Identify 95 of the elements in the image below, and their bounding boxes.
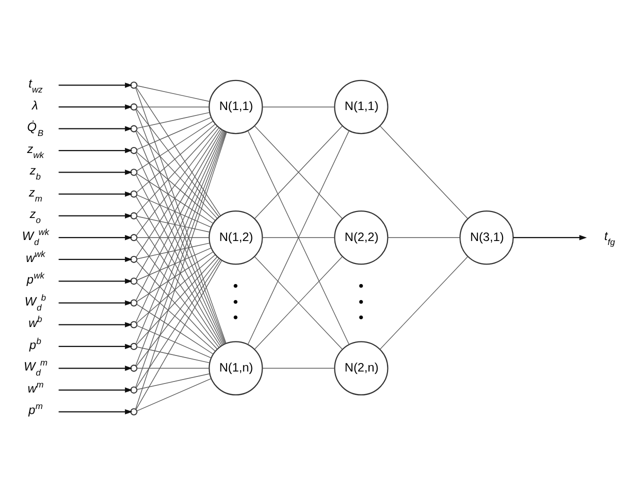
connector: [262, 367, 335, 368]
connector: [136, 247, 212, 280]
arrow: [58, 147, 132, 153]
connector: [380, 256, 468, 350]
node-text: z$_{o}$: [30, 206, 41, 225]
connector: [136, 112, 210, 128]
arrow: [58, 126, 132, 131]
connector: [136, 367, 210, 368]
node-circle: [130, 81, 138, 88]
connector: [136, 282, 216, 351]
arrow: [58, 256, 132, 262]
connector: [136, 251, 214, 302]
node-text: w$^{m}$: [28, 378, 44, 395]
connector: [136, 108, 220, 217]
node-circle: [130, 255, 138, 262]
node-text: z$_{m}$: [28, 184, 42, 203]
arrow: [58, 386, 132, 392]
connector: [136, 259, 222, 410]
connector: [136, 217, 221, 346]
node-circle: [130, 234, 138, 241]
arrow: [58, 300, 132, 306]
arrow: [58, 104, 132, 110]
arrow: [58, 169, 132, 174]
connector: [136, 84, 210, 102]
arrow: [513, 234, 587, 240]
connector: [136, 116, 212, 150]
node-text: Q̇$_{B}$: [27, 120, 44, 138]
connector: [136, 126, 220, 236]
node-circle: [130, 212, 138, 219]
node-text: p$^{b}$: [29, 335, 42, 352]
node-text: z$_{wk}$: [27, 141, 44, 160]
connector: [262, 106, 335, 107]
connector: [136, 106, 210, 107]
arrow: [58, 322, 132, 327]
connector: [388, 236, 460, 238]
connector: [136, 239, 220, 348]
connector: [136, 303, 214, 354]
node-text: p$^{wk}$: [26, 270, 44, 286]
arrow: [58, 82, 132, 88]
connector: [136, 236, 210, 238]
connector: [136, 172, 214, 224]
connector: [136, 86, 221, 216]
connector: [136, 324, 212, 358]
node-circle: [130, 124, 138, 132]
node-circle: [130, 277, 138, 284]
connector: [136, 257, 220, 366]
arrow: [58, 212, 132, 218]
node-text: w$^{wk}$: [26, 248, 46, 264]
node-circle: [130, 102, 138, 110]
node-circle: [130, 146, 138, 154]
node-circle: N(2,n): [334, 340, 388, 395]
node-circle: [130, 342, 138, 350]
connector: [254, 256, 343, 350]
node-circle: N(3,1): [459, 210, 514, 264]
connector: [136, 151, 216, 220]
connector: [136, 128, 221, 258]
label: • • •: [233, 277, 238, 324]
connector: [136, 242, 210, 259]
node-circle: N(1,n): [208, 340, 263, 395]
connector: [136, 216, 210, 232]
node-circle: [130, 168, 138, 176]
connector: [136, 258, 221, 388]
node-circle: [130, 364, 138, 372]
connector: [136, 346, 210, 363]
node-text: t$_{fg}$: [604, 228, 615, 246]
node-circle: N(1,1): [208, 79, 263, 134]
connector: [380, 125, 468, 218]
arrow: [58, 234, 132, 240]
node-text: t$_{wz}$: [28, 76, 43, 94]
node-circle: [130, 190, 138, 198]
node-circle: [130, 298, 138, 306]
arrow: [58, 343, 132, 349]
node-text: λ: [32, 98, 38, 112]
connector: [136, 372, 210, 390]
node-circle: N(1,2): [208, 210, 263, 264]
connector: [136, 120, 214, 171]
label: • • •: [358, 277, 364, 324]
connector: [136, 123, 216, 192]
connector: [136, 194, 212, 228]
arrow: [58, 408, 132, 414]
arrow: [58, 365, 132, 370]
connector: [136, 378, 212, 411]
connector: [136, 254, 216, 323]
node-text: z$_{b}$: [30, 163, 41, 182]
node-circle: N(2,2): [334, 210, 388, 264]
node-circle: [130, 386, 138, 394]
arrow: [58, 278, 132, 284]
node-circle: N(1,1): [334, 79, 388, 134]
node-text: w$^{b}$: [28, 314, 42, 330]
node-circle: [130, 408, 138, 415]
connector: [254, 125, 343, 218]
node-circle: [130, 320, 138, 328]
node-text: p$^{m}$: [28, 400, 43, 417]
connector: [262, 236, 335, 238]
arrow: [58, 190, 132, 196]
